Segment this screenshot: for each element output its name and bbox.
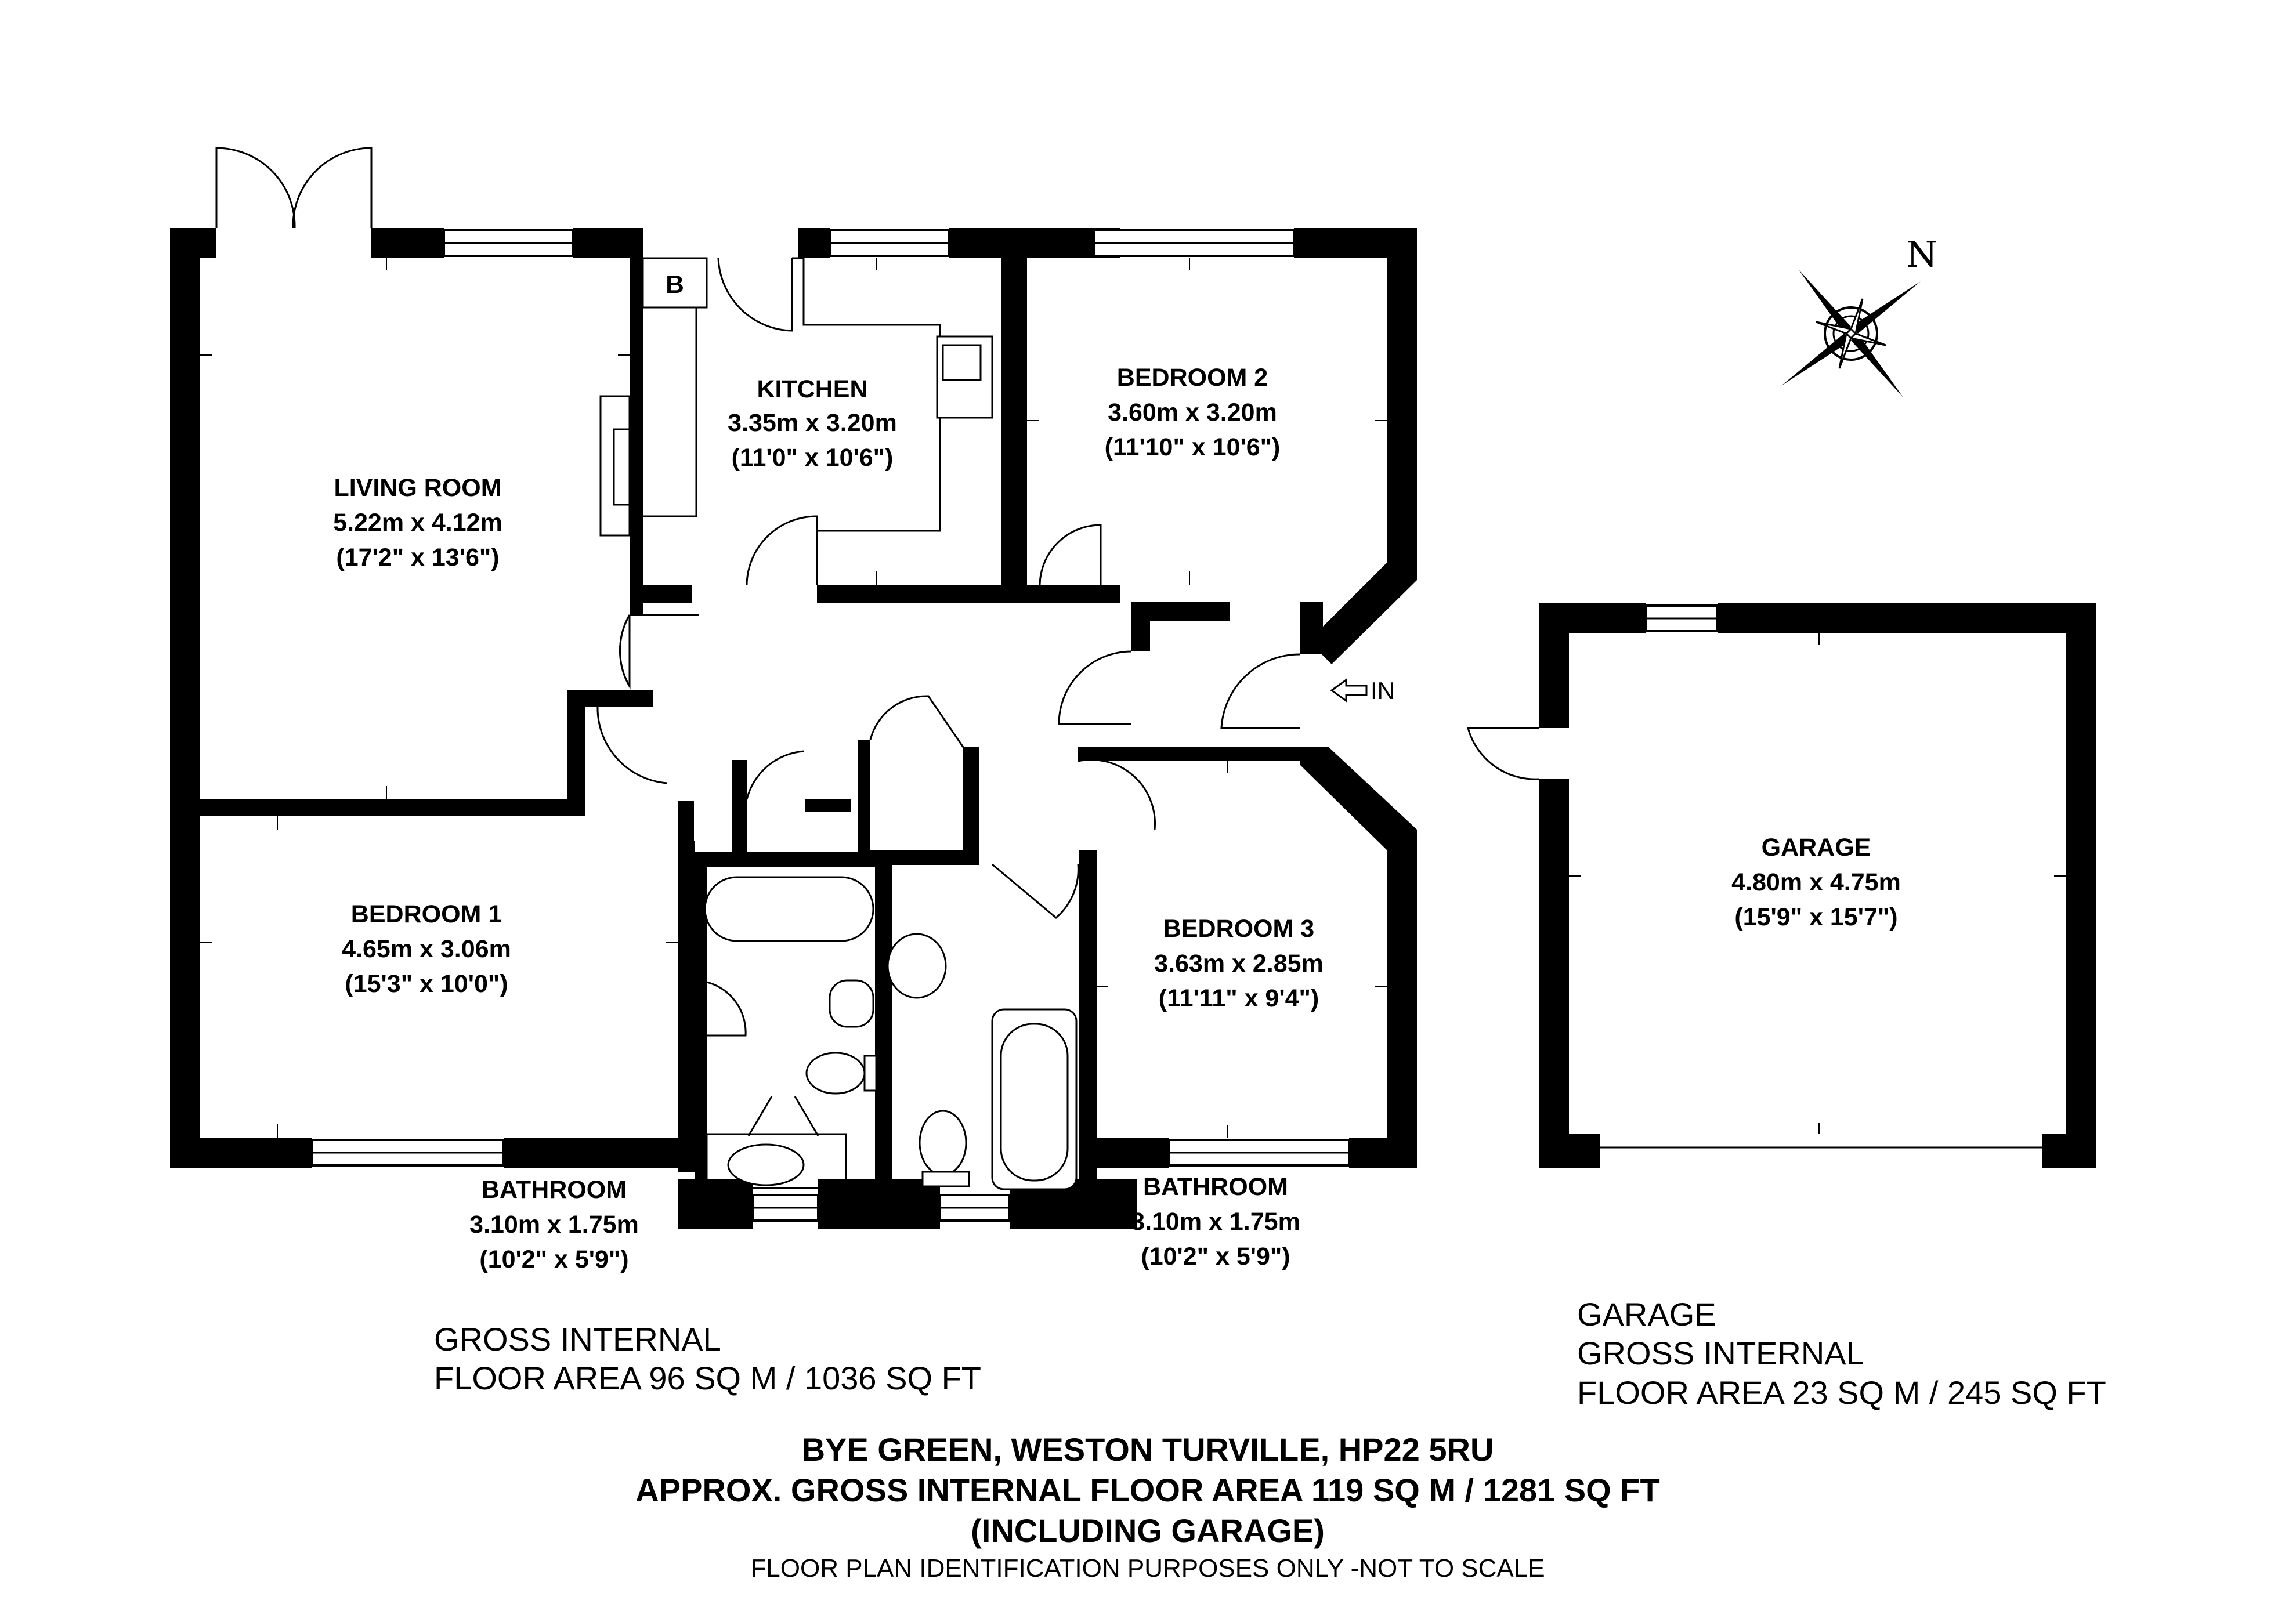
- room-metric: 3.10m x 1.75m: [1131, 1208, 1300, 1236]
- room-name: BEDROOM 3: [1163, 915, 1314, 943]
- room-metric: 4.80m x 4.75m: [1731, 868, 1901, 896]
- walls: [170, 228, 2096, 1229]
- room-name: BEDROOM 1: [351, 900, 502, 928]
- room-imperial: (15'9" x 15'7"): [1734, 903, 1897, 931]
- area-line: FLOOR AREA 23 SQ M / 245 SQ FT: [1577, 1374, 2106, 1411]
- room-imperial: (11'11" x 9'4"): [1159, 984, 1319, 1012]
- room-metric: 3.60m x 3.20m: [1108, 399, 1277, 426]
- fixtures: [599, 257, 1078, 1190]
- room-kitchen: KITCHEN 3.35m x 3.20m (11'0" x 10'6"): [728, 375, 897, 472]
- address: BYE GREEN, WESTON TURVILLE, HP22 5RU: [802, 1431, 1494, 1468]
- room-metric: 4.65m x 3.06m: [342, 935, 511, 963]
- total-area: APPROX. GROSS INTERNAL FLOOR AREA 119 SQ…: [635, 1472, 1659, 1508]
- north-label: N: [1906, 233, 1937, 276]
- compass-rose-icon: [1781, 270, 1921, 397]
- area-line: GARAGE: [1577, 1296, 1716, 1333]
- room-imperial: (10'2" x 5'9"): [479, 1246, 628, 1273]
- footer: BYE GREEN, WESTON TURVILLE, HP22 5RU APP…: [635, 1431, 1659, 1583]
- including-garage: (INCLUDING GARAGE): [971, 1512, 1325, 1549]
- room-name: GARAGE: [1762, 834, 1871, 861]
- room-metric: 5.22m x 4.12m: [333, 509, 502, 537]
- room-metric: 3.35m x 3.20m: [728, 409, 897, 437]
- room-imperial: (17'2" x 13'6"): [336, 544, 499, 571]
- room-living-room: LIVING ROOM 5.22m x 4.12m (17'2" x 13'6"…: [333, 474, 502, 571]
- boiler-label: B: [666, 270, 684, 299]
- disclaimer: FLOOR PLAN IDENTIFICATION PURPOSES ONLY …: [750, 1554, 1545, 1583]
- room-bathroom-left: BATHROOM 3.10m x 1.75m (10'2" x 5'9"): [469, 1176, 639, 1273]
- room-bedroom-2: BEDROOM 2 3.60m x 3.20m (11'10" x 10'6"): [1105, 364, 1281, 461]
- boiler-box: [642, 257, 708, 309]
- area-line: GROSS INTERNAL: [434, 1321, 721, 1357]
- measurement-arrows: [200, 258, 2066, 1138]
- entrance-marker: IN: [1330, 677, 1395, 704]
- room-imperial: (11'10" x 10'6"): [1105, 433, 1281, 461]
- room-imperial: (10'2" x 5'9"): [1141, 1243, 1290, 1270]
- area-line: FLOOR AREA 96 SQ M / 1036 SQ FT: [434, 1360, 981, 1396]
- garage-area-summary: GARAGE GROSS INTERNAL FLOOR AREA 23 SQ M…: [1577, 1296, 2106, 1411]
- room-name: KITCHEN: [757, 375, 867, 403]
- room-bathroom-right: BATHROOM 3.10m x 1.75m (10'2" x 5'9"): [1131, 1173, 1300, 1270]
- windows: [311, 229, 2042, 1222]
- room-name: LIVING ROOM: [334, 474, 501, 502]
- room-metric: 3.63m x 2.85m: [1154, 950, 1324, 977]
- entrance-arrow-icon: [1330, 678, 1368, 703]
- room-imperial: (15'3" x 10'0"): [345, 970, 508, 998]
- area-line: GROSS INTERNAL: [1577, 1335, 1864, 1371]
- house-area-summary: GROSS INTERNAL FLOOR AREA 96 SQ M / 1036…: [434, 1321, 981, 1396]
- entrance-label: IN: [1371, 677, 1395, 704]
- room-name: BATHROOM: [1143, 1173, 1288, 1201]
- room-imperial: (11'0" x 10'6"): [732, 444, 894, 472]
- room-bedroom-1: BEDROOM 1 4.65m x 3.06m (15'3" x 10'0"): [342, 900, 511, 998]
- room-name: BEDROOM 2: [1117, 364, 1268, 392]
- room-name: BATHROOM: [482, 1176, 627, 1204]
- doors: [215, 147, 1539, 1136]
- room-metric: 3.10m x 1.75m: [469, 1211, 639, 1239]
- room-garage: GARAGE 4.80m x 4.75m (15'9" x 15'7"): [1731, 834, 1901, 931]
- room-bedroom-3: BEDROOM 3 3.63m x 2.85m (11'11" x 9'4"): [1154, 915, 1324, 1012]
